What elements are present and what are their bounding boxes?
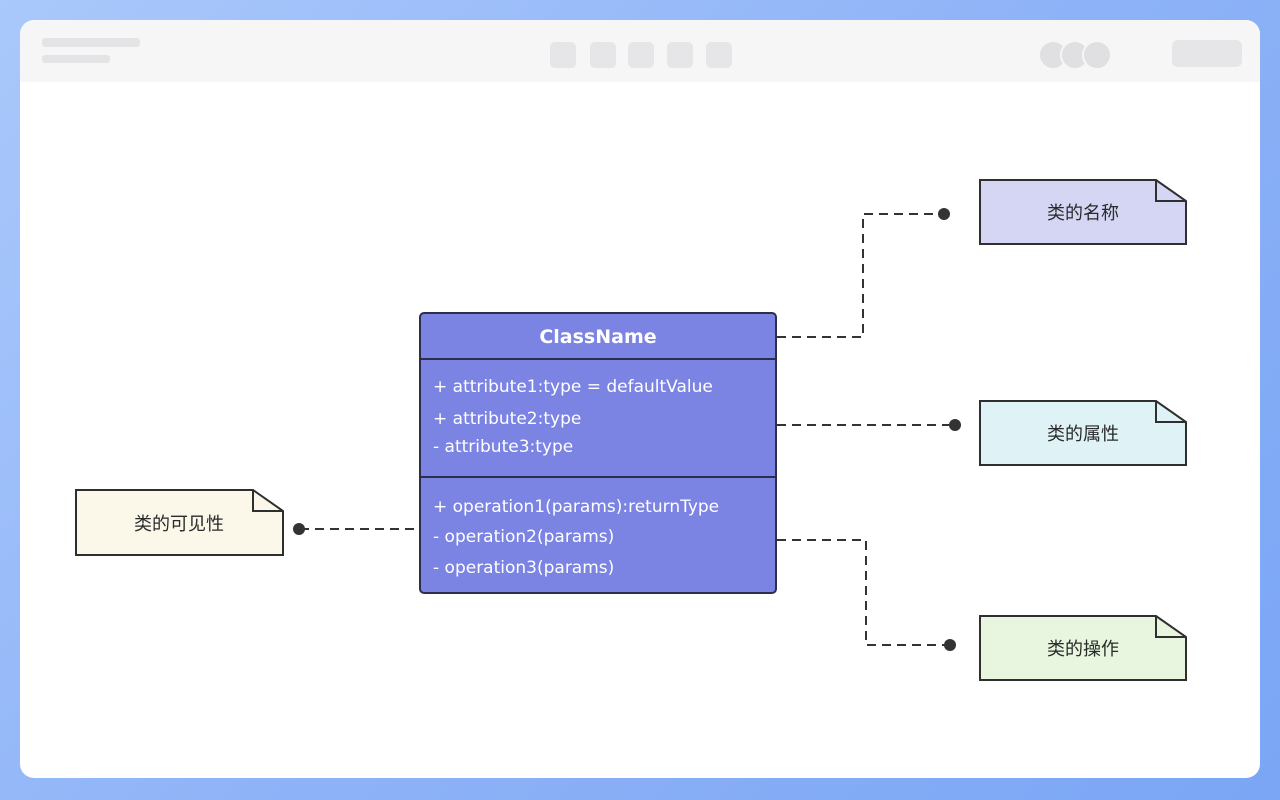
class-operation: + operation1(params):returnType: [433, 497, 719, 517]
app-window: [20, 20, 1260, 778]
note-body: [75, 489, 284, 556]
note-fold: [1155, 401, 1186, 423]
note-fold: [252, 490, 283, 512]
connector-operations: [777, 539, 950, 646]
toolbar-button-4[interactable]: [667, 42, 693, 68]
class-operation: - operation2(params): [433, 527, 614, 547]
connector-class-name: [777, 213, 944, 338]
class-attribute: + attribute2:type: [433, 409, 581, 429]
title-placeholder: [42, 38, 140, 47]
class-operation: - operation3(params): [433, 558, 614, 578]
note-fold: [1155, 180, 1186, 202]
note-body: [979, 615, 1187, 681]
class-name: ClassName: [539, 326, 656, 348]
subtitle-placeholder: [42, 55, 110, 63]
class-box[interactable]: ClassName + attribute1:type = defaultVal…: [419, 312, 777, 594]
connector-endpoint: [293, 523, 305, 535]
toolbar-button-1[interactable]: [550, 42, 576, 68]
note-label: 类的属性: [1047, 424, 1119, 445]
note-class-name[interactable]: 类的名称: [979, 179, 1187, 245]
class-box-body: [419, 312, 777, 594]
note-attributes[interactable]: 类的属性: [979, 400, 1187, 466]
note-label: 类的操作: [1047, 639, 1119, 660]
toolbar-button-5[interactable]: [706, 42, 732, 68]
class-attribute: - attribute3:type: [433, 437, 573, 457]
note-body: [979, 400, 1187, 466]
connector-endpoint: [949, 419, 961, 431]
note-operations[interactable]: 类的操作: [979, 615, 1187, 681]
toolbar-button-2[interactable]: [590, 42, 616, 68]
class-attribute: + attribute1:type = defaultValue: [433, 377, 713, 397]
toolbar-button-3[interactable]: [628, 42, 654, 68]
share-button[interactable]: [1172, 40, 1242, 67]
note-visibility[interactable]: 类的可见性: [75, 489, 284, 556]
connector-endpoint: [938, 208, 950, 220]
note-label: 类的可见性: [134, 514, 224, 535]
note-label: 类的名称: [1047, 203, 1119, 224]
toolbar: [20, 20, 1260, 82]
avatar[interactable]: [1082, 40, 1112, 70]
note-fold: [1155, 616, 1186, 638]
connector-endpoint: [944, 639, 956, 651]
note-body: [979, 179, 1187, 245]
